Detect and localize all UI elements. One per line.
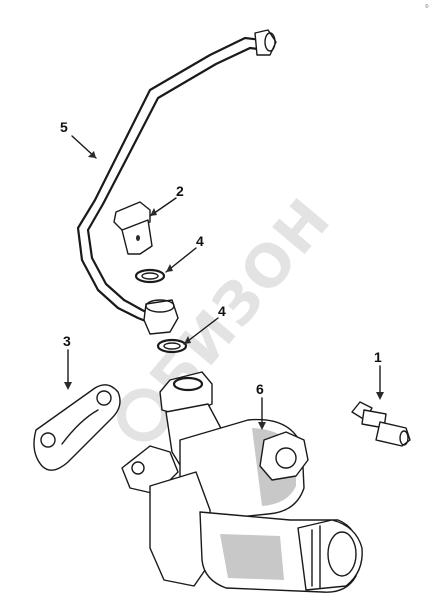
sealing-washer-part-4-lower	[156, 338, 188, 354]
banjo-bolt-part-2	[113, 201, 153, 255]
stud-bolt-part-1	[351, 401, 411, 447]
copyright-mark: ©	[425, 3, 429, 10]
fuel-tube-part-5	[76, 29, 277, 324]
tube-fitting-eye	[143, 299, 179, 335]
watermark-logo	[117, 388, 171, 442]
callout-4-lower: 4	[218, 303, 226, 319]
gasket-part-3	[33, 384, 121, 471]
callout-5: 5	[60, 119, 68, 135]
callout-4-upper: 4	[196, 233, 204, 249]
callout-2: 2	[176, 183, 184, 199]
leader-arrows	[64, 135, 384, 430]
callout-3: 3	[63, 333, 71, 349]
callout-1: 1	[374, 349, 382, 365]
sealing-washer-part-4-upper	[134, 268, 166, 284]
fuel-pump-part-6	[121, 371, 363, 593]
watermark-text: БИЗОН	[137, 185, 345, 414]
callout-6: 6	[256, 381, 264, 397]
